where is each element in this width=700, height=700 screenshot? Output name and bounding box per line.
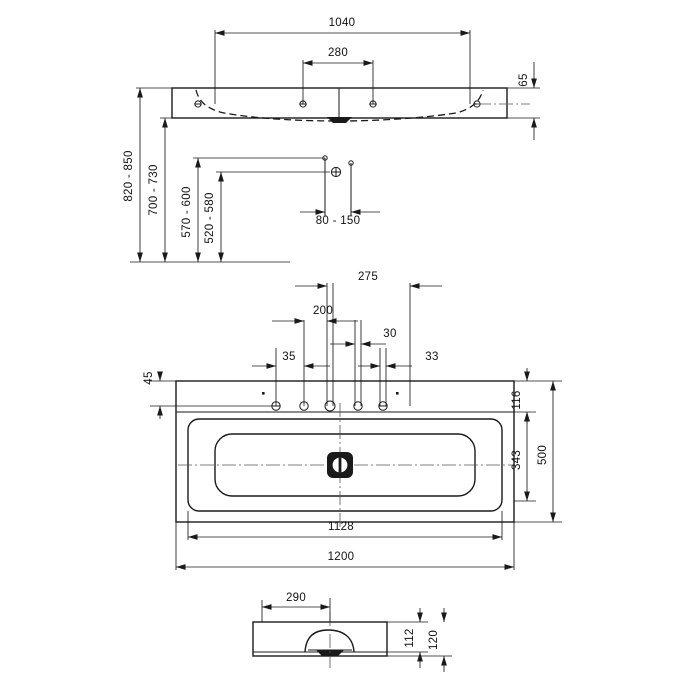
dimension-label-200: 200 — [313, 305, 333, 317]
side-section-view: 290 112 120 — [252, 592, 452, 672]
dimension-1040: 1040 — [214, 17, 471, 104]
dimension-label-120: 120 — [428, 630, 440, 650]
tap-hole-extension-lines — [275, 283, 411, 406]
dimension-200: 200 — [272, 305, 358, 324]
dimension-33: 33 — [358, 351, 438, 369]
dimension-label-80-150: 80 - 150 — [316, 215, 361, 227]
dimension-570-600: 570 - 600 — [181, 157, 325, 262]
dimension-80-150: 80 - 150 — [300, 209, 380, 227]
dimension-275: 275 — [295, 271, 442, 289]
dimension-label-520-580: 520 - 580 — [204, 192, 216, 243]
dimension-343: 343 — [511, 411, 536, 502]
dimension-label-35: 35 — [282, 351, 295, 363]
section-bowl-profile — [304, 629, 355, 653]
dimension-label-570-600: 570 - 600 — [181, 186, 193, 237]
dimension-700-730: 700 - 730 — [148, 117, 200, 262]
dimension-label-500: 500 — [537, 445, 549, 465]
dimension-label-1040: 1040 — [329, 17, 356, 29]
dimension-120: 120 — [387, 608, 452, 672]
basin-outer-outline — [175, 380, 515, 523]
dimension-label-30: 30 — [383, 328, 396, 340]
bowl-profile-hidden — [195, 89, 484, 122]
dimension-30: 30 — [330, 328, 396, 347]
tap-holes-plan — [262, 392, 399, 412]
dimension-45: 45 — [143, 371, 276, 419]
dimension-280: 280 — [302, 47, 374, 104]
section-outer-outline — [252, 621, 388, 657]
dimension-label-65: 65 — [518, 73, 530, 86]
drain-mark-elevation — [327, 117, 352, 123]
dimension-label-33: 33 — [425, 351, 438, 363]
dimension-112: 112 — [387, 608, 428, 668]
dimension-label-280: 280 — [328, 47, 348, 59]
dimension-label-112: 112 — [404, 628, 416, 647]
dimension-label-700-730: 700 - 730 — [148, 164, 160, 215]
dimension-520-580: 520 - 580 — [204, 171, 330, 262]
supply-connection-marks — [322, 155, 354, 216]
dimension-label-820-850: 820 - 850 — [123, 150, 135, 201]
dimension-label-1128: 1128 — [328, 521, 354, 533]
dimension-label-45: 45 — [143, 371, 155, 384]
front-elevation-view: 1040 280 65 820 - 850 70 — [123, 17, 540, 263]
tap-hole-marks-elevation — [194, 100, 481, 108]
dimension-label-116: 116 — [511, 390, 523, 409]
drain-icon — [327, 452, 353, 478]
plan-view: 275 200 30 33 35 — [143, 271, 562, 570]
dimension-500: 500 — [514, 380, 562, 523]
dimension-65: 65 — [507, 62, 540, 140]
dimension-290: 290 — [261, 592, 331, 622]
dimension-35: 35 — [252, 351, 330, 369]
dimension-1200: 1200 — [175, 522, 515, 570]
dimension-label-290: 290 — [286, 592, 306, 604]
dimension-label-1200: 1200 — [328, 551, 355, 563]
dimension-label-343: 343 — [511, 450, 523, 470]
dimension-label-275: 275 — [358, 271, 378, 283]
dimension-1128: 1128 — [187, 511, 503, 540]
dimension-820-850: 820 - 850 — [123, 87, 172, 262]
